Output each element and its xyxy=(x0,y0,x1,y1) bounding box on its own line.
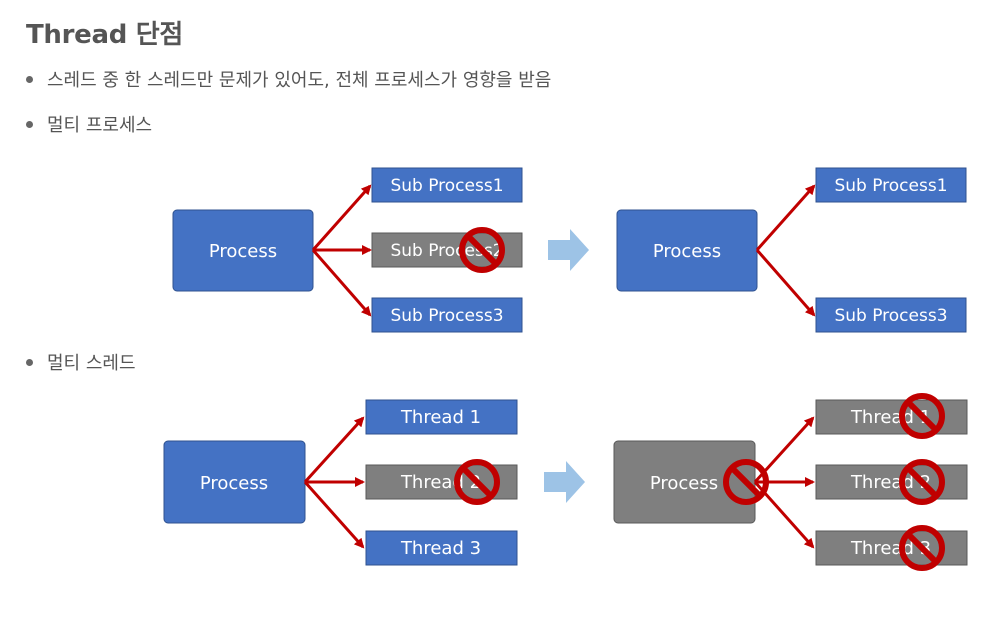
thread-box xyxy=(365,530,518,566)
sub-process-label: Sub Process1 xyxy=(390,176,503,196)
multi-process-after: Process Sub Process1 Sub Process3 xyxy=(616,167,967,333)
process-label: Process xyxy=(209,241,277,262)
process-label: Process xyxy=(200,473,268,494)
multi-thread-after: Process Thread 1 Thread 2 Thread 3 xyxy=(613,396,968,568)
sub-process-box xyxy=(371,167,523,203)
process-label: Process xyxy=(653,241,721,262)
arrow-to-sub-process-1 xyxy=(755,184,816,251)
bullet-text: 멀티 스레드 xyxy=(47,353,136,374)
bullet-item-thread-drawback: 스레드 중 한 스레드만 문제가 있어도, 전체 프로세스가 영향을 받음 xyxy=(26,66,551,92)
sub-process-box xyxy=(815,297,967,333)
multi-process-before: Process Sub Process1 Sub Process2 Sub Pr… xyxy=(172,167,523,333)
thread-label: Thread 3 xyxy=(400,538,481,559)
thread-label: Thread 3 xyxy=(850,538,931,559)
thread-label: Thread 1 xyxy=(400,407,481,428)
thread-label: Thread 2 xyxy=(850,472,931,493)
sub-process-label: Sub Process3 xyxy=(390,306,503,326)
bullet-item-multi-thread: 멀티 스레드 xyxy=(26,349,136,375)
bullet-dot-icon xyxy=(26,75,33,83)
right-arrow-icon xyxy=(544,461,585,503)
bullet-dot-icon xyxy=(26,358,33,366)
arrow-to-thread-1 xyxy=(303,416,365,484)
sub-process-label: Sub Process3 xyxy=(834,306,947,326)
right-arrow-icon xyxy=(548,229,589,271)
arrow-to-sub-process-3 xyxy=(755,249,816,317)
bullet-dot-icon xyxy=(26,120,33,128)
thread-box xyxy=(365,399,518,435)
arrow-to-thread-3 xyxy=(303,481,365,549)
process-label: Process xyxy=(650,473,718,494)
multi-thread-before: Process Thread 1 Thread 2 Thread 3 xyxy=(163,399,518,566)
arrow-to-sub-process-3 xyxy=(311,249,372,317)
sub-process-label: Sub Process1 xyxy=(834,176,947,196)
bullet-text: 멀티 프로세스 xyxy=(47,115,153,136)
page-title: Thread 단점 xyxy=(26,20,184,50)
bullet-item-multi-process: 멀티 프로세스 xyxy=(26,111,152,137)
bullet-text: 스레드 중 한 스레드만 문제가 있어도, 전체 프로세스가 영향을 받음 xyxy=(47,70,552,91)
sub-process-box xyxy=(371,297,523,333)
thread-label: Thread 1 xyxy=(850,407,931,428)
sub-process-box xyxy=(815,167,967,203)
arrow-to-sub-process-1 xyxy=(311,184,372,251)
